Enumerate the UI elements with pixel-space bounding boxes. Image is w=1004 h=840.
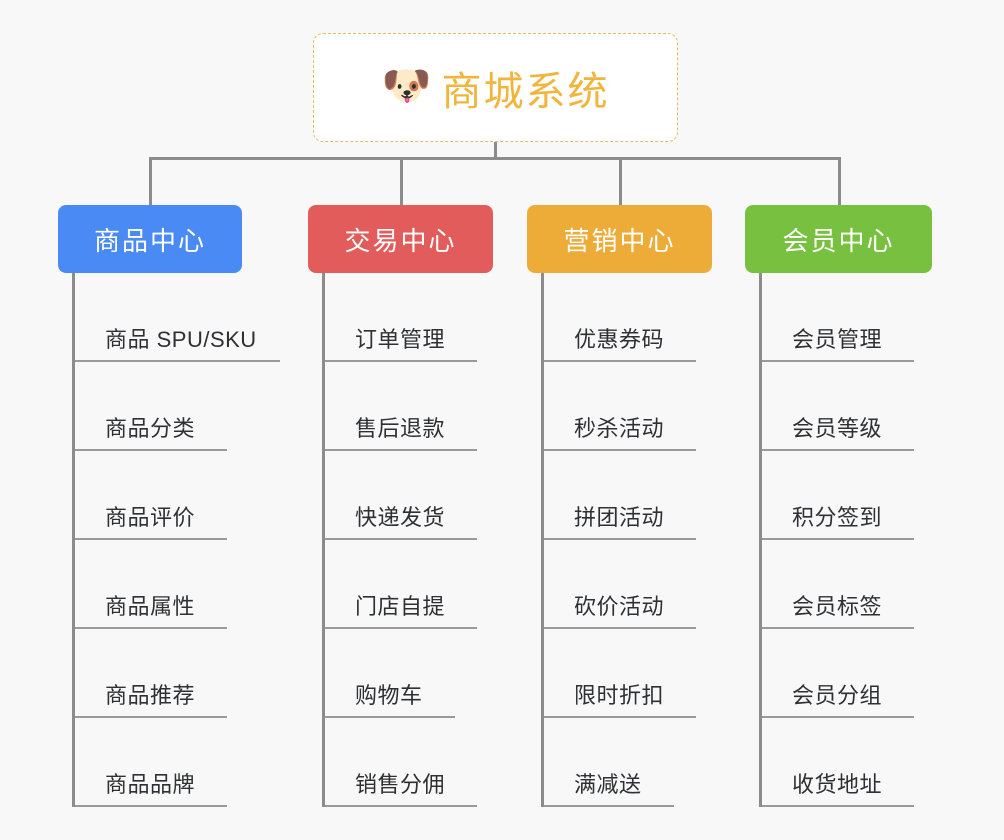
leaf-item[interactable]: 商品推荐 [75,629,242,718]
leaf-underline [544,449,696,451]
leaf-underline [544,360,696,362]
connector-root-vertical [494,142,497,160]
leaf-label: 会员管理 [792,327,883,352]
leaf-label: 门店自提 [355,594,446,619]
leaf-underline [544,716,696,718]
connector-branch-vertical-trade-center [400,157,403,205]
leaf-item[interactable]: 会员等级 [762,362,932,451]
leaf-underline [325,716,455,718]
leaf-underline [325,449,477,451]
leaf-label: 快递发货 [355,505,446,530]
category-header-trade-center[interactable]: 交易中心 [308,205,493,273]
leaf-list-marketing-center: 优惠券码秒杀活动拼团活动砍价活动限时折扣满减送 [541,273,712,807]
leaf-underline [75,360,280,362]
connector-branch-vertical-marketing-center [619,157,622,205]
leaf-underline [544,538,696,540]
leaf-underline [762,449,914,451]
leaf-label: 收货地址 [792,772,883,797]
leaf-item[interactable]: 商品分类 [75,362,242,451]
leaf-item[interactable]: 会员标签 [762,540,932,629]
leaf-label: 会员等级 [792,416,883,441]
shiba-dog-face-icon: 🐶 [381,63,432,108]
leaf-underline [75,538,227,540]
leaf-item[interactable]: 快递发货 [325,451,493,540]
leaf-item[interactable]: 订单管理 [325,273,493,362]
leaf-item[interactable]: 会员分组 [762,629,932,718]
leaf-label: 会员分组 [792,683,883,708]
root-title: 商城系统 [441,69,610,114]
leaf-item[interactable]: 限时折扣 [544,629,712,718]
leaf-item[interactable]: 商品评价 [75,451,242,540]
leaf-underline [762,805,914,807]
leaf-label: 优惠券码 [574,327,665,352]
leaf-item[interactable]: 会员管理 [762,273,932,362]
leaf-item[interactable]: 积分签到 [762,451,932,540]
leaf-underline [762,716,914,718]
leaf-item[interactable]: 满减送 [544,718,712,807]
leaf-label: 商品推荐 [105,683,196,708]
leaf-underline [762,627,914,629]
category-header-member-center[interactable]: 会员中心 [745,205,932,273]
leaf-label: 会员标签 [792,594,883,619]
leaf-underline [75,627,227,629]
leaf-item[interactable]: 商品品牌 [75,718,242,807]
root-node[interactable]: 🐶 商城系统 [313,33,678,142]
leaf-label: 积分签到 [792,505,883,530]
leaf-list-product-center: 商品 SPU/SKU 商品分类商品评价商品属性商品推荐商品品牌 [72,273,280,807]
leaf-label: 商品评价 [105,505,196,530]
column-member-center: 会员中心会员管理会员等级积分签到会员标签会员分组收货地址 [745,205,932,807]
leaf-underline [762,538,914,540]
leaf-item[interactable]: 销售分佣 [325,718,493,807]
leaf-underline [544,805,674,807]
connector-horizontal-bus [150,157,841,160]
category-header-product-center[interactable]: 商品中心 [58,205,242,273]
leaf-item[interactable]: 商品 SPU/SKU [75,273,280,362]
leaf-underline [325,360,477,362]
leaf-underline [325,627,477,629]
leaf-item[interactable]: 拼团活动 [544,451,712,540]
leaf-underline [544,627,696,629]
leaf-label: 商品 SPU/SKU [105,327,257,352]
leaf-label: 拼团活动 [574,505,665,530]
leaf-label: 砍价活动 [574,594,665,619]
leaf-underline [325,805,477,807]
leaf-underline [75,449,227,451]
leaf-list-trade-center: 订单管理售后退款快递发货门店自提购物车销售分佣 [322,273,493,807]
leaf-label: 限时折扣 [574,683,665,708]
leaf-underline [75,716,227,718]
leaf-item[interactable]: 砍价活动 [544,540,712,629]
leaf-label: 销售分佣 [355,772,446,797]
leaf-label: 秒杀活动 [574,416,665,441]
leaf-label: 订单管理 [355,327,446,352]
leaf-label: 商品品牌 [105,772,196,797]
leaf-list-member-center: 会员管理会员等级积分签到会员标签会员分组收货地址 [759,273,932,807]
leaf-label: 商品属性 [105,594,196,619]
leaf-item[interactable]: 购物车 [325,629,493,718]
leaf-underline [325,538,477,540]
leaf-label: 商品分类 [105,416,196,441]
leaf-item[interactable]: 收货地址 [762,718,932,807]
column-marketing-center: 营销中心优惠券码秒杀活动拼团活动砍价活动限时折扣满减送 [527,205,712,807]
leaf-item[interactable]: 门店自提 [325,540,493,629]
connector-branch-vertical-member-center [838,157,841,205]
leaf-item[interactable]: 售后退款 [325,362,493,451]
leaf-item[interactable]: 秒杀活动 [544,362,712,451]
category-header-marketing-center[interactable]: 营销中心 [527,205,712,273]
column-trade-center: 交易中心订单管理售后退款快递发货门店自提购物车销售分佣 [308,205,493,807]
leaf-item[interactable]: 商品属性 [75,540,242,629]
leaf-underline [75,805,227,807]
leaf-label: 售后退款 [355,416,446,441]
connector-branch-vertical-product-center [149,157,152,205]
leaf-label: 满减送 [574,772,642,797]
leaf-label: 购物车 [355,683,423,708]
leaf-underline [762,360,914,362]
leaf-item[interactable]: 优惠券码 [544,273,712,362]
column-product-center: 商品中心商品 SPU/SKU 商品分类商品评价商品属性商品推荐商品品牌 [58,205,280,807]
